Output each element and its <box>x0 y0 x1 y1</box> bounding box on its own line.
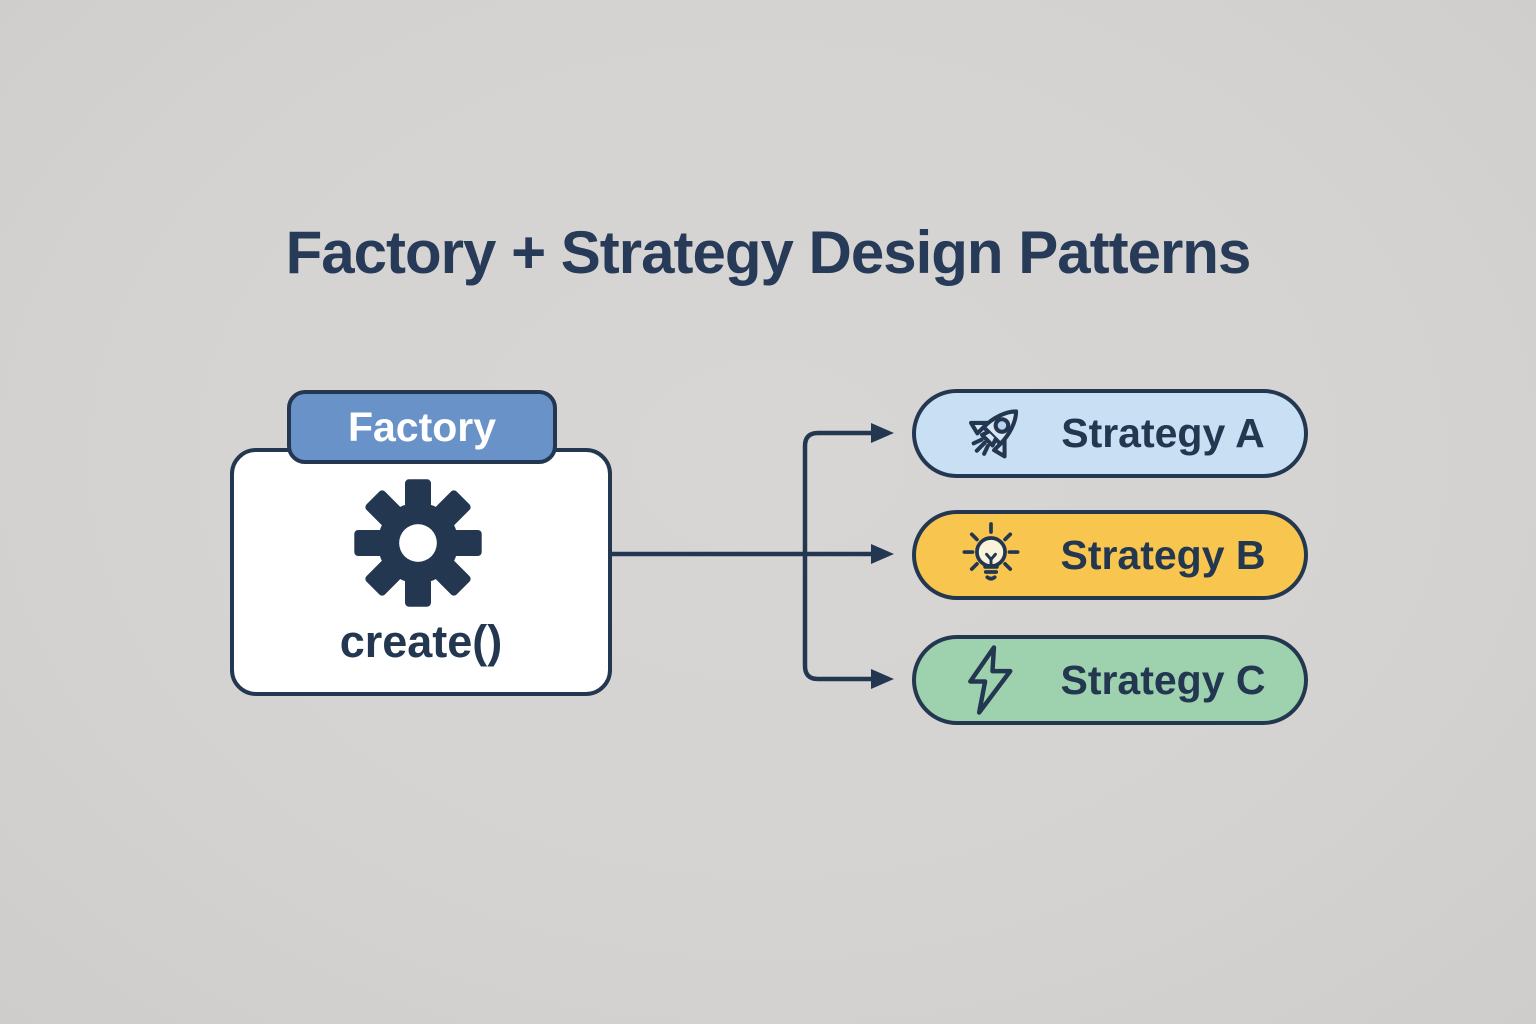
arrowhead-strategy-a <box>871 423 894 443</box>
strategy-b-label: Strategy B <box>1060 531 1266 578</box>
factory-tab-label: Factory <box>347 403 497 450</box>
strategy-c-pill: Strategy C <box>912 635 1308 725</box>
strategy-c-label: Strategy C <box>1060 656 1266 703</box>
rocket-icon <box>969 408 1019 458</box>
lightning-icon <box>968 645 1013 715</box>
gear-icon <box>353 478 483 608</box>
strategy-a-label: Strategy A <box>1061 410 1265 456</box>
arrowhead-strategy-b <box>871 544 894 564</box>
factory-tab: Factory <box>287 390 557 464</box>
factory-card <box>230 448 612 696</box>
factory-method-label: create() <box>339 616 503 667</box>
arrowhead-strategy-c <box>871 669 894 689</box>
strategy-a-pill: Strategy A <box>912 389 1308 478</box>
strategy-b-pill: Strategy B <box>912 510 1308 600</box>
lightbulb-icon <box>962 522 1020 581</box>
page-title: Factory + Strategy Design Patterns <box>285 219 1252 286</box>
